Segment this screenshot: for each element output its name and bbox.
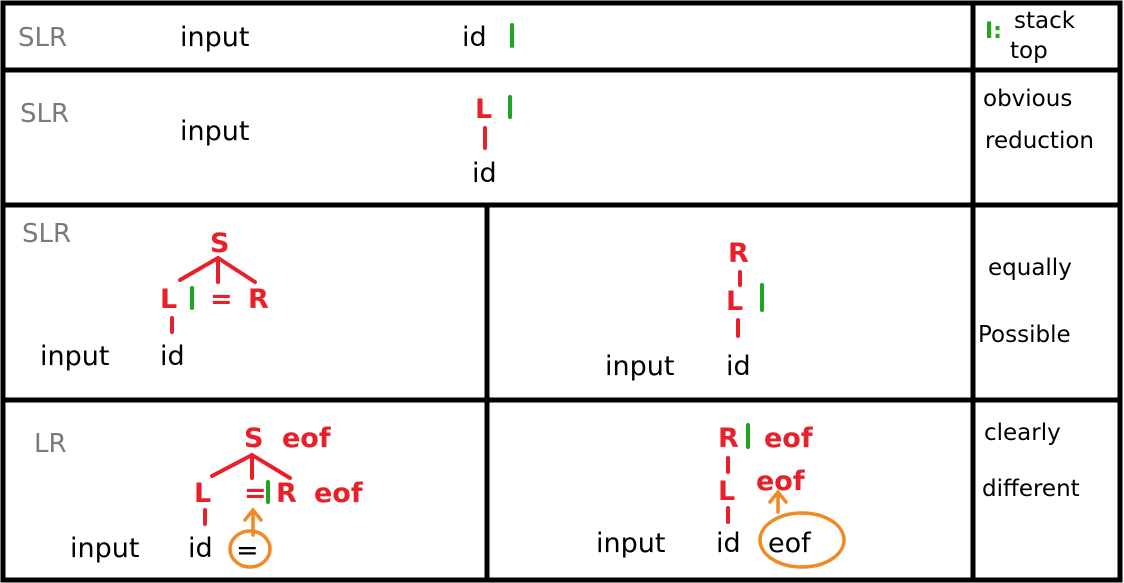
row-1: SLR input id — [18, 22, 514, 53]
eof-token: eof — [756, 466, 805, 497]
note-line1: clearly — [984, 420, 1061, 446]
row-3-note: equally Possible — [978, 255, 1072, 348]
row-4-right: R eof L eof input id eof — [596, 423, 846, 569]
note-line2: Possible — [978, 322, 1071, 348]
node-R: R — [718, 423, 739, 454]
lookahead-token: eof — [768, 528, 812, 559]
legend-marker: I: — [985, 19, 1002, 44]
input-label: input — [605, 351, 674, 382]
input-label: input — [180, 22, 249, 53]
token-id: id — [188, 533, 213, 564]
node-R: R — [248, 284, 269, 315]
note-line1: obvious — [983, 86, 1072, 112]
input-label: input — [70, 533, 139, 564]
row-4-left: LR S eof L = R eof input id = — [34, 423, 363, 569]
row-4-note: clearly different — [982, 420, 1080, 502]
parser-label: SLR — [18, 23, 67, 53]
eof-token: eof — [314, 478, 363, 509]
note-line2: different — [982, 476, 1080, 502]
lookahead-circle — [228, 529, 272, 569]
parser-label: SLR — [20, 99, 69, 129]
node-L: L — [160, 284, 177, 315]
input-label: input — [596, 528, 665, 559]
node-L: L — [475, 94, 492, 125]
parser-label: LR — [34, 429, 67, 459]
row-3-left: SLR S L = R input id — [22, 219, 269, 372]
note-line1: equally — [988, 255, 1072, 281]
lookahead-circle — [758, 511, 846, 569]
tree-edges — [178, 256, 257, 284]
node-L: L — [194, 478, 211, 509]
token-id: id — [726, 351, 751, 382]
node-eq: = — [244, 478, 267, 509]
eof-token: eof — [282, 423, 331, 454]
node-R: R — [276, 478, 297, 509]
token-id: id — [160, 341, 185, 372]
node-L: L — [718, 476, 735, 507]
token-id: id — [716, 528, 741, 559]
token-id: id — [462, 22, 487, 53]
legend: I: stack top — [985, 8, 1076, 64]
input-label: input — [180, 116, 249, 147]
legend-line1: stack — [1014, 8, 1076, 34]
row-3-right: R L input id — [605, 238, 764, 382]
node-S: S — [244, 423, 263, 454]
row-2: SLR input L id obvious reduction — [20, 86, 1094, 189]
node-L: L — [726, 286, 743, 317]
legend-line2: top — [1010, 38, 1048, 64]
token-id: id — [472, 158, 497, 189]
tree-edges — [210, 453, 292, 480]
input-label: input — [40, 341, 109, 372]
arrow-head — [768, 489, 788, 504]
lookahead-token: = — [236, 535, 259, 566]
node-eq: = — [210, 284, 233, 315]
node-S: S — [210, 228, 229, 259]
parser-label: SLR — [22, 219, 71, 249]
node-R: R — [728, 238, 749, 269]
arrow-head — [243, 507, 263, 522]
note-line2: reduction — [985, 128, 1094, 154]
eof-token: eof — [764, 423, 813, 454]
